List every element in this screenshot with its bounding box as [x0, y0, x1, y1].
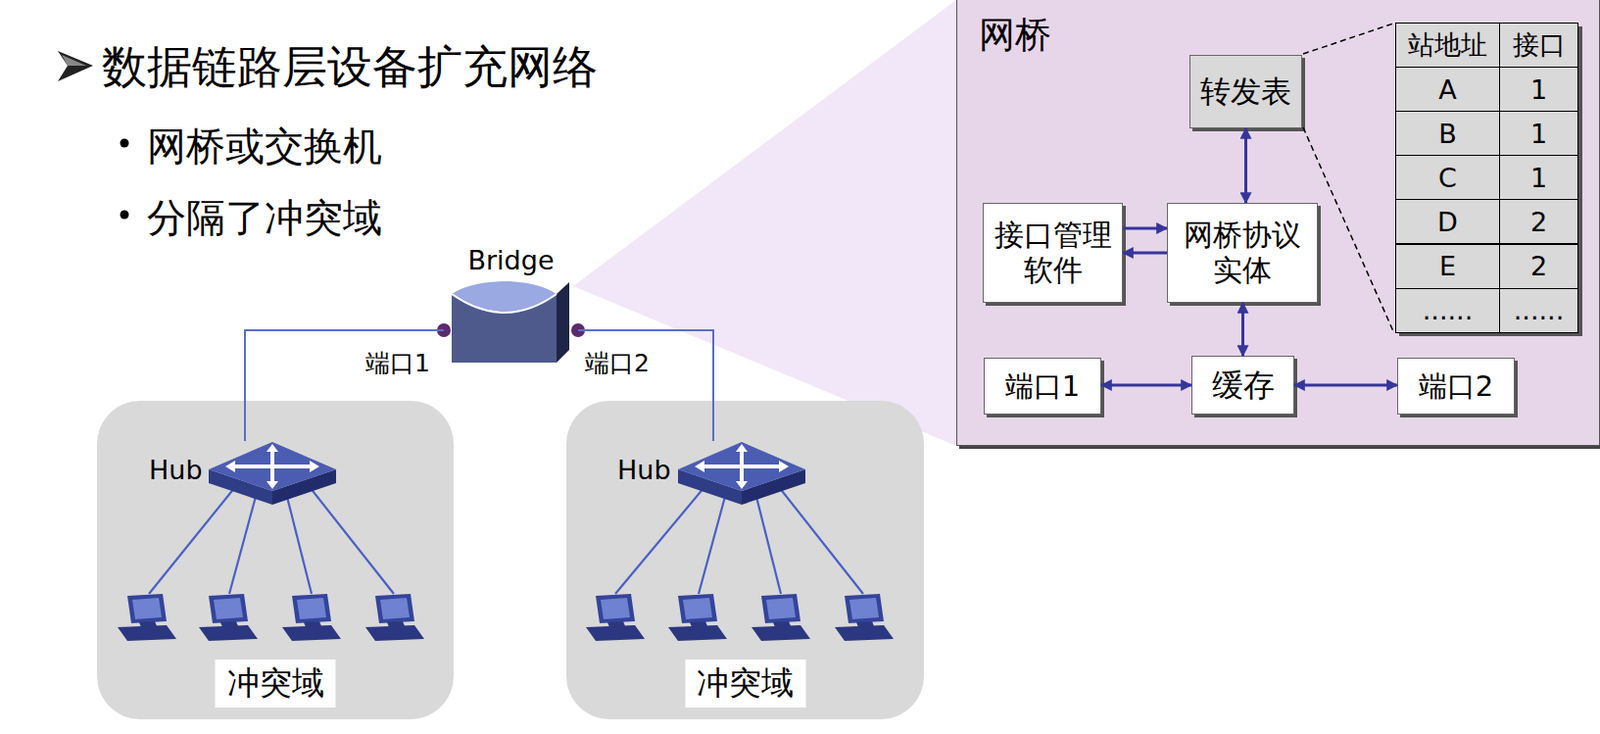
bullet-text: 分隔了冲突域 [146, 191, 383, 245]
port-label: 端口2 [582, 346, 652, 380]
table-cell: 1 [1499, 66, 1579, 112]
heading-bullet [57, 50, 94, 82]
node-label: 网桥 [978, 10, 1052, 60]
bullet-text: 网桥或交换机 [146, 119, 383, 174]
flow-arrow [1122, 251, 1167, 255]
protocol-entity-box: 网桥协议 实体 [1166, 202, 1318, 303]
table-cell: 1 [1499, 110, 1579, 156]
node-label: 冲突域 [215, 659, 337, 708]
buffer-box: 缓存 [1191, 355, 1295, 415]
forwarding-table-box: 转发表 [1189, 54, 1303, 129]
table-cell: C [1395, 154, 1501, 200]
flow-arrow [1122, 227, 1167, 231]
table-cell: E [1395, 243, 1501, 290]
table-cell: 1 [1499, 154, 1579, 200]
table-cell: ...... [1499, 288, 1579, 334]
table-cell: 接口 [1499, 22, 1579, 68]
bridge-icon [451, 281, 570, 363]
table-cell: B [1395, 110, 1501, 156]
flow-arrow [1294, 384, 1398, 388]
node-label: 冲突域 [684, 659, 806, 708]
table-cell: 站地址 [1395, 22, 1501, 68]
list-bullet [120, 210, 130, 220]
node-label: 网桥协议 实体 [1175, 217, 1310, 289]
port-box: 端口2 [1397, 357, 1515, 415]
node-label: Hub [617, 454, 672, 485]
interface-software-box: 接口管理 软件 [982, 202, 1123, 303]
flow-arrow [1241, 302, 1245, 356]
slide-title: 数据链路层设备扩充网络 [101, 37, 598, 98]
table-cell: D [1395, 198, 1501, 244]
flow-arrow [1244, 128, 1248, 203]
node-label: 转发表 [1200, 73, 1292, 110]
table-cell: 2 [1499, 198, 1579, 244]
node-label: 端口2 [1418, 369, 1494, 404]
zoom-wedge [573, 0, 957, 446]
table-cell: 2 [1499, 243, 1579, 290]
list-bullet [120, 139, 130, 148]
node-label: 缓存 [1212, 366, 1275, 404]
node-label: 接口管理 软件 [991, 217, 1115, 289]
table-cell: A [1395, 66, 1501, 112]
node-label: 端口1 [1005, 369, 1080, 404]
heading-bullet-highlight [61, 54, 87, 66]
bridge-device: Bridge [443, 244, 579, 363]
table-cell: ...... [1395, 288, 1501, 334]
flow-arrow [1101, 384, 1192, 388]
node-label: Hub [148, 454, 203, 485]
node-label: Bridge [443, 244, 579, 276]
port-box: 端口1 [983, 357, 1102, 415]
port-label: 端口1 [363, 346, 433, 380]
